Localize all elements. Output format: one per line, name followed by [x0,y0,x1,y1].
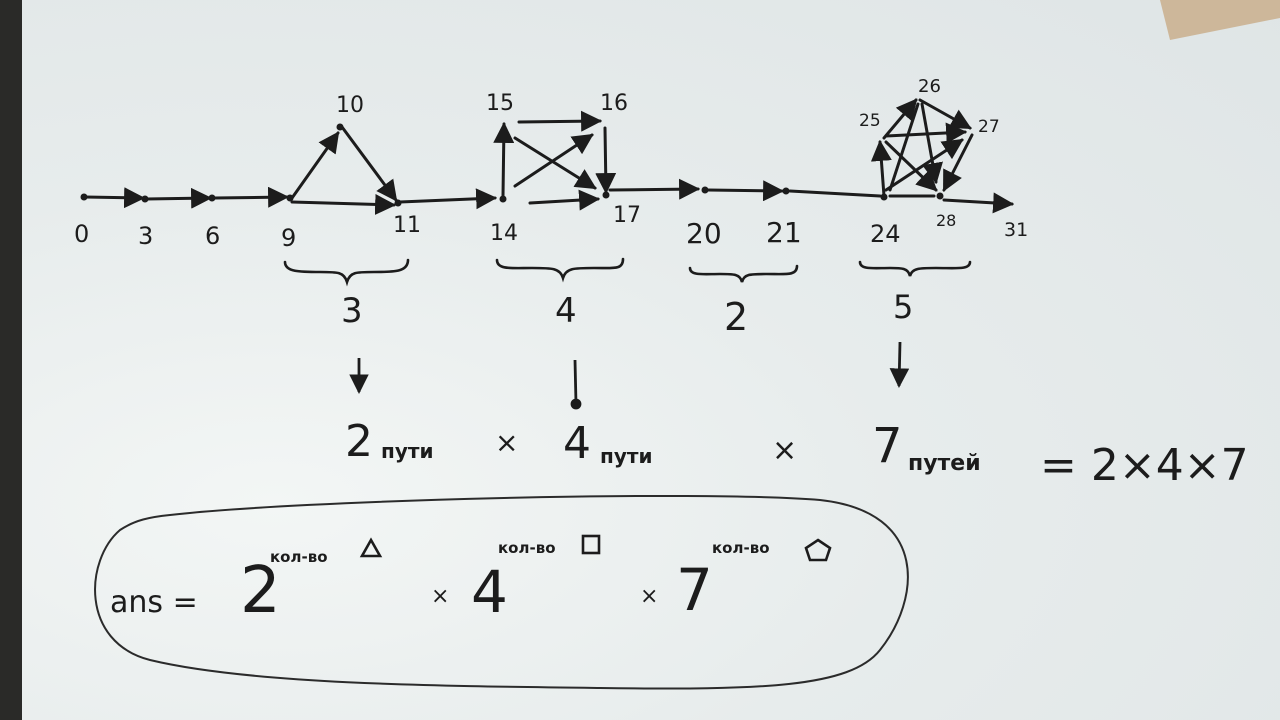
answer-prefix: ans = [110,585,198,620]
down-arrow-3 [889,341,910,388]
pentagon-icon [804,538,832,562]
edge-25-27 [884,122,968,144]
graph-nodes [80,123,944,207]
edge-25-26 [882,98,918,140]
paths-3-word: путей [908,451,981,476]
edge-9-11 [290,193,397,215]
answer-exp-3: кол-во [712,539,770,557]
edge-26-28 [920,102,943,185]
group-count-4: 5 [893,288,913,326]
label-0: 0 [74,220,89,248]
group-count-2: 4 [555,291,577,331]
paths-2-word: пути [600,444,652,468]
label-6: 6 [205,222,220,250]
answer-base-2: 4 [471,558,508,626]
edge-20-21 [706,180,785,202]
answer-base-3: 7 [676,556,713,624]
whiteboard [22,0,1280,720]
edge-28-31 [942,192,1015,214]
group-count-3: 2 [724,295,748,339]
answer-times-2: × [640,584,658,609]
label-3: 3 [138,222,153,250]
times-2: × [772,433,797,468]
answer-base-1: 2 [240,554,281,628]
edge-10-11 [340,125,398,202]
down-arrow-2-dot [570,398,582,410]
label-25: 25 [859,111,881,131]
edge-14-15 [493,121,515,198]
edge-16-17 [595,126,617,195]
down-arrows [349,341,910,410]
down-arrow-2 [573,359,578,405]
answer-formula: ans = 2 кол-во × 4 кол-во × 7 кол-во [110,534,832,628]
node-labels: 0 3 6 9 10 11 14 15 16 17 20 21 24 25 26… [74,76,1028,252]
paths-1-count: 2 [345,416,373,467]
edge-14-16 [513,133,594,188]
braces [283,257,972,287]
brace-pentagon [858,260,972,277]
label-20: 20 [686,217,722,250]
edge-0-3 [83,187,146,209]
graph-edges [83,98,1015,215]
label-10: 10 [336,93,364,118]
square-icon [581,534,601,555]
paths-row: 2 пути × 4 пути × 7 путей = 2×4×7 [345,416,1249,491]
answer-exp-2: кол-во [498,539,556,557]
answer-times-1: × [431,584,449,609]
group-counts: 3 4 2 5 [341,288,913,339]
paths-2-count: 4 [563,418,591,469]
label-16: 16 [600,91,628,116]
label-9: 9 [281,224,296,252]
triangle-icon [359,537,383,558]
label-15: 15 [486,91,514,116]
paths-product: = 2×4×7 [1040,440,1249,491]
answer-outline [94,494,909,690]
edge-26-27 [918,98,972,130]
label-17: 17 [613,203,641,228]
brace-triangle [283,258,410,287]
label-27: 27 [978,117,1000,137]
label-28: 28 [936,211,956,230]
edge-21-24 [788,189,882,198]
label-14: 14 [490,221,518,246]
label-26: 26 [918,76,941,97]
label-31: 31 [1004,219,1028,241]
label-21: 21 [766,216,802,249]
edge-9-10 [290,131,340,200]
label-11: 11 [393,213,421,238]
paper-corner [1160,0,1280,40]
label-24: 24 [870,220,901,248]
brace-chain [688,264,799,283]
edge-26-24 [888,102,920,192]
brace-square [495,257,625,283]
edge-17-20 [608,178,701,200]
edge-3-6 [144,187,213,209]
edge-24-25 [870,139,892,198]
edge-24-27 [884,138,964,192]
edge-11-14 [398,188,498,210]
paths-3-count: 7 [872,418,903,474]
answer-exp-1: кол-во [270,548,328,566]
edge-27-28 [942,133,974,192]
edge-6-9 [212,186,290,208]
edge-15-16 [517,110,603,132]
paths-1-word: пути [381,439,433,463]
times-1: × [495,426,518,459]
edge-14-17 [528,189,601,211]
edge-15-17 [513,136,597,190]
group-count-1: 3 [341,291,363,331]
